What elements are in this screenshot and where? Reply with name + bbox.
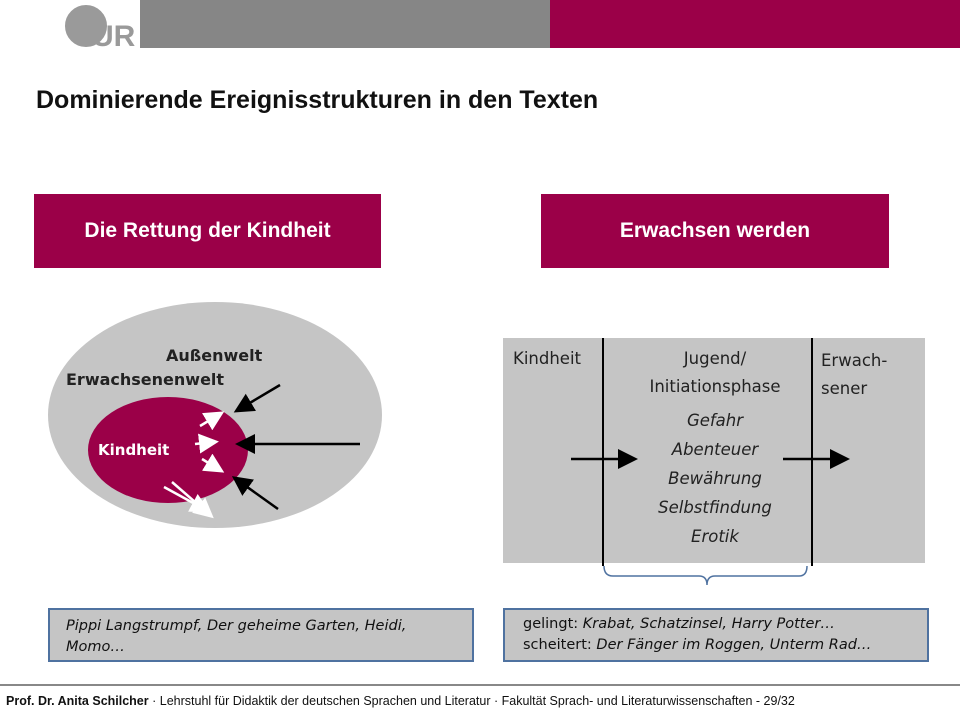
label-adult-world: Erwachsenenwelt [66,370,224,389]
footer: Prof. Dr. Anita Schilcher · Lehrstuhl fü… [6,694,795,708]
examples-growing-up: gelingt: Krabat, Schatzinsel, Harry Pott… [503,608,929,662]
theme-item: Abenteuer [671,440,760,459]
outward-arrow-1 [199,411,225,431]
examples-success-line: gelingt: Krabat, Schatzinsel, Harry Pott… [523,614,909,635]
col-adult-line1: Erwach- [821,351,887,370]
heading-growing-up-label: Erwachsen werden [619,219,811,242]
heading-growing-up: Erwachsen werden [541,194,889,268]
footer-author: Prof. Dr. Anita Schilcher [6,694,149,708]
label-childhood: Kindheit [98,441,169,459]
theme-item: Bewährung [668,469,762,488]
examples-rescue-childhood: Pippi Langstrumpf, Der geheime Garten, H… [48,608,474,662]
examples-failure-line: scheitert: Der Fänger im Roggen, Unterm … [523,635,909,656]
top-bar-gray [140,0,550,48]
page-title: Dominierende Ereignisstrukturen in den T… [36,86,599,114]
theme-item: Selbstfindung [658,498,772,517]
pressure-arrow-bottom [231,476,279,511]
footer-text: · Lehrstuhl für Didaktik der deutschen S… [148,694,795,708]
pressure-arrow-top [233,383,281,413]
heading-rescue-childhood-label: Die Rettung der Kindheit [84,219,331,242]
col-youth-line2: Initiationsphase [649,377,780,396]
examples-left-text: Pippi Langstrumpf, Der geheime Garten, H… [66,618,407,655]
phase-panel [503,338,925,563]
heading-rescue-childhood: Die Rettung der Kindheit [34,194,381,268]
footer-divider [0,684,960,686]
success-label: gelingt: [523,616,583,632]
failure-label: scheitert: [523,637,597,653]
theme-item: Erotik [691,527,740,546]
col-youth-line1: Jugend/ [683,349,747,368]
growing-up-diagram: Kindheit Jugend/ Initiationsphase Erwach… [503,338,925,586]
childhood-diagram: Außenwelt Erwachsenenwelt Kindheit [48,302,382,528]
outcome-brace [603,565,808,586]
success-titles: Krabat, Schatzinsel, Harry Potter… [582,616,835,632]
university-logo: UR [63,3,136,53]
outward-arrow-3 [201,453,225,473]
col-adult-line2: sener [821,379,867,398]
outward-arrow-2 [194,433,219,454]
failure-titles: Der Fänger im Roggen, Unterm Rad… [596,637,872,653]
outward-arrow-5 [171,481,214,519]
top-bar-accent [550,0,960,48]
logo-letters: UR [92,20,136,53]
col-childhood: Kindheit [513,349,582,368]
theme-item: Gefahr [687,411,744,430]
label-outer-world: Außenwelt [166,346,263,365]
